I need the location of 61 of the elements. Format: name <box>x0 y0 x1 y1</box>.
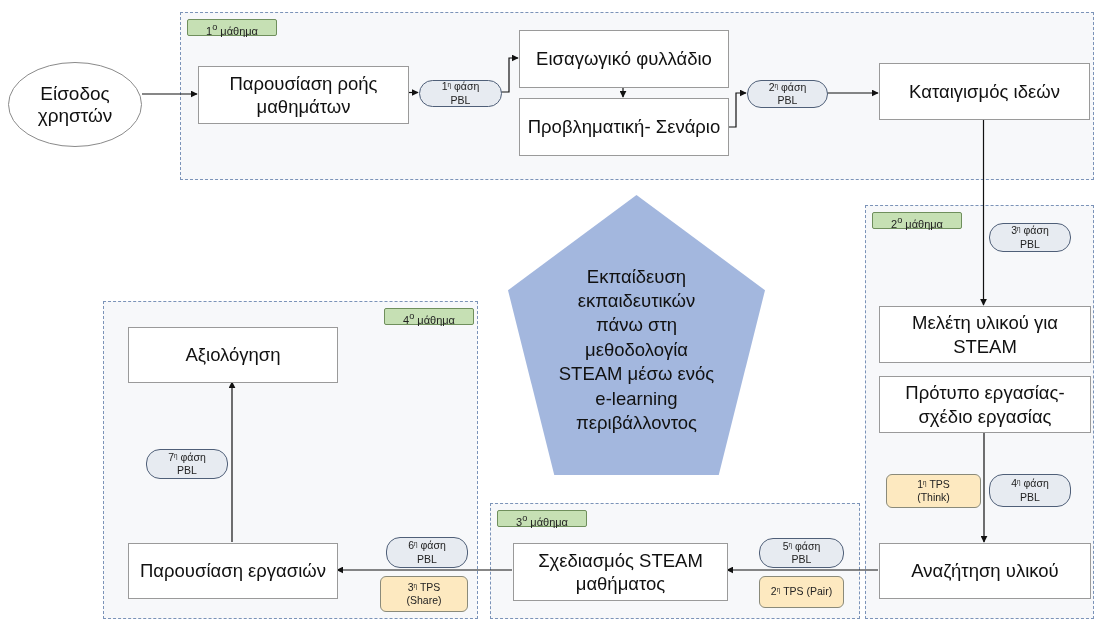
arrow <box>228 381 236 543</box>
lesson-tag: 3$^{ο}$ μάθημα <box>497 510 587 527</box>
arrow <box>726 566 879 574</box>
phase-label: 4$^{η}$ φάση PBL <box>1010 477 1050 504</box>
tps-stage-badge <box>886 474 981 508</box>
node-label: Παρουσίαση ροής μαθημάτων <box>228 71 379 119</box>
lesson-group-frame <box>180 12 1094 180</box>
central-topic-text: Εκπαίδευση εκπαιδευτικών πάνω στη μεθοδολογία STEAM μέσω ενός e-learning περιβάλλοντος <box>557 264 716 435</box>
pbl-phase-pill <box>146 449 228 479</box>
arrow <box>336 566 513 574</box>
process-box <box>879 306 1091 363</box>
pbl-phase-pill <box>989 223 1071 252</box>
phase-label: 2$^{η}$ TPS (Pair) <box>769 585 834 599</box>
arrow <box>407 89 419 96</box>
pbl-phase-pill <box>989 474 1071 507</box>
node-label: Αξιολόγηση <box>185 343 281 367</box>
process-box <box>513 543 728 601</box>
pbl-phase-pill <box>386 537 468 568</box>
phase-label: 2$^{η}$ φάση PBL <box>767 80 808 108</box>
lesson-group-frame <box>103 301 478 619</box>
arrow <box>980 431 988 543</box>
lesson-tag: 1$^{ο}$ μάθημα <box>187 19 277 36</box>
phase-label: 6$^{η}$ φάση PBL <box>407 539 447 566</box>
process-box <box>198 66 409 124</box>
node-label: Μελέτη υλικού για STEAM <box>911 311 1059 358</box>
process-box <box>128 327 338 383</box>
phase-label: 7$^{η}$ φάση PBL <box>167 450 207 478</box>
process-box <box>879 63 1090 120</box>
arrow <box>619 86 627 98</box>
node-label: Παρουσίαση εργασιών <box>140 559 326 583</box>
process-box <box>879 376 1091 433</box>
phase-label: 1$^{η}$ TPS (Think) <box>916 477 951 505</box>
arrow <box>980 118 987 306</box>
process-box <box>128 543 338 599</box>
pbl-phase-pill <box>759 538 844 568</box>
node-label: Είσοδος χρηστών <box>36 82 114 127</box>
node-label: Σχεδιασμός STEAM μαθήματος <box>537 548 704 596</box>
pbl-phase-pill <box>419 80 502 107</box>
arrow <box>727 89 747 128</box>
phase-label: 1$^{η}$ φάση PBL <box>440 80 481 107</box>
lesson-tag: 4$^{ο}$ μάθημα <box>384 308 474 325</box>
tps-stage-badge <box>380 576 468 612</box>
node-label: Προβληματική- Σενάριο <box>527 115 721 139</box>
pbl-phase-pill <box>747 80 828 108</box>
node-label: Αναζήτηση υλικού <box>911 559 1059 583</box>
phase-label: 5$^{η}$ φάση PBL <box>781 539 822 567</box>
process-box <box>519 98 729 156</box>
lesson-group-frame <box>490 503 860 619</box>
tps-stage-badge <box>759 576 844 608</box>
phase-label: 3$^{η}$ φάση PBL <box>1010 224 1050 251</box>
process-box <box>519 30 729 88</box>
node-label: Καταιγισμός ιδεών <box>909 79 1060 104</box>
node-label: Πρότυπο εργασίας- σχέδιο εργασίας <box>904 381 1066 428</box>
process-box <box>879 543 1091 599</box>
lesson-tag: 2$^{ο}$ μάθημα <box>872 212 962 229</box>
arrow <box>141 90 198 98</box>
arrow <box>826 89 879 97</box>
node-label: Εισαγωγικό φυλλάδιο <box>536 47 712 71</box>
phase-label: 3$^{η}$ TPS (Share) <box>405 580 443 608</box>
lesson-group-frame <box>865 205 1094 619</box>
arrow <box>500 54 519 93</box>
